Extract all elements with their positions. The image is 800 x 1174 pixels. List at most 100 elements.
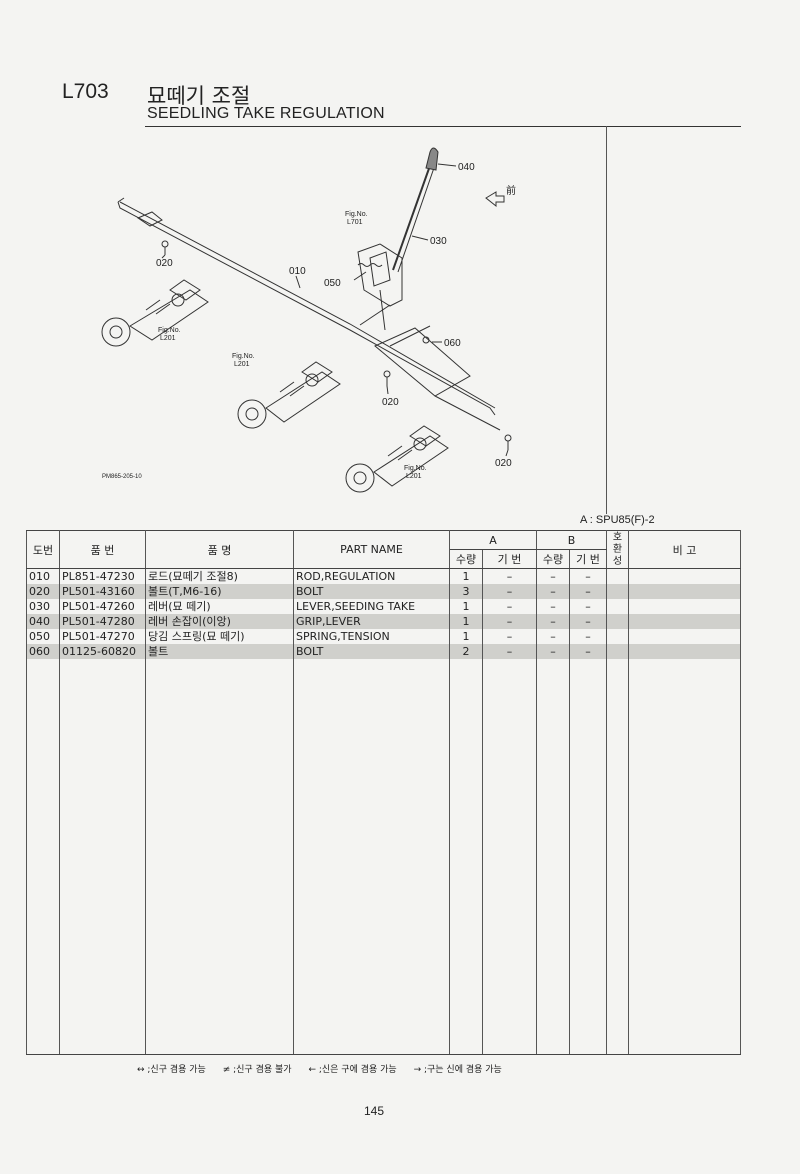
callout-010: 010 xyxy=(289,266,306,277)
callout-060: 060 xyxy=(444,338,461,349)
row-ref: 030 xyxy=(26,599,60,614)
row-part-no: PL501-47260 xyxy=(59,599,146,614)
row-name-ko: 레버(묘 떼기) xyxy=(145,599,294,614)
header-part-name: PART NAME xyxy=(293,530,450,569)
fig-ref-l201-c: L201 xyxy=(406,473,422,480)
row-qty-b: – xyxy=(536,568,570,584)
row-name-en: BOLT xyxy=(293,644,450,659)
row-base-b: – xyxy=(568,629,608,644)
row-part-no: PL851-47230 xyxy=(59,568,146,584)
table-empty-rows xyxy=(26,659,742,1055)
header-ref: 도번 xyxy=(26,530,60,569)
callout-020-top: 020 xyxy=(156,258,173,269)
legend-item: ← ;신은 구에 겸용 가능 xyxy=(308,1065,397,1075)
row-part-no: PL501-47270 xyxy=(59,629,146,644)
row-qty-b: – xyxy=(536,614,570,629)
row-qty-a: 3 xyxy=(449,584,483,599)
drawing-code: PM865-205-10 xyxy=(102,474,142,480)
callout-030: 030 xyxy=(430,236,447,247)
header-remarks: 비 고 xyxy=(628,530,742,569)
row-base-b: – xyxy=(568,614,608,629)
row-remarks xyxy=(628,568,742,584)
table-row: 060 01125-60820 볼트 BOLT 2 – – – xyxy=(26,644,742,659)
row-name-ko: 레버 손잡이(이앙) xyxy=(145,614,294,629)
row-name-en: LEVER,SEEDING TAKE xyxy=(293,599,450,614)
header-group-a: A xyxy=(449,530,537,550)
fig-ref-label: Fig.No. xyxy=(404,465,427,472)
header-part-no: 품 번 xyxy=(59,530,146,569)
row-base-a: – xyxy=(482,584,537,599)
row-qty-b: – xyxy=(536,629,570,644)
model-label: A : SPU85(F)-2 xyxy=(580,514,655,526)
row-base-a: – xyxy=(482,568,537,584)
row-part-no: PL501-43160 xyxy=(59,584,146,599)
row-qty-a: 1 xyxy=(449,599,483,614)
fig-ref-l701: L701 xyxy=(347,219,363,226)
front-direction-mark: 前 xyxy=(506,184,516,197)
parts-table: 도번 품 번 품 명 PART NAME A B 호 환 성 비 고 수량 기 … xyxy=(26,530,742,1055)
row-name-ko: 로드(묘떼기 조절8) xyxy=(145,568,294,584)
page-title-korean: 묘떼기 조절 xyxy=(147,84,251,108)
row-part-no: PL501-47280 xyxy=(59,614,146,629)
row-base-b: – xyxy=(568,599,608,614)
fig-ref-label: Fig.No. xyxy=(232,353,255,360)
fig-ref-l201-a: L201 xyxy=(160,335,176,342)
row-base-a: – xyxy=(482,599,537,614)
row-remarks xyxy=(628,584,742,599)
row-qty-a: 1 xyxy=(449,568,483,584)
diagram-divider xyxy=(606,126,607,514)
row-ref: 040 xyxy=(26,614,60,629)
row-name-en: BOLT xyxy=(293,584,450,599)
header-base-b: 기 번 xyxy=(568,549,608,569)
header-name-ko: 품 명 xyxy=(145,530,294,569)
row-remarks xyxy=(628,599,742,614)
row-name-en: ROD,REGULATION xyxy=(293,568,450,584)
row-remarks xyxy=(628,629,742,644)
row-base-b: – xyxy=(568,584,608,599)
page-number: 145 xyxy=(364,1104,385,1118)
header-qty-a: 수량 xyxy=(449,549,483,569)
row-compat xyxy=(606,568,630,584)
row-compat xyxy=(606,599,630,614)
row-base-a: – xyxy=(482,614,537,629)
fig-ref-label: Fig.No. xyxy=(158,327,181,334)
row-part-no: 01125-60820 xyxy=(59,644,146,659)
callout-020-middle: 020 xyxy=(382,397,399,408)
fig-ref-l201-b: L201 xyxy=(234,361,250,368)
table-row: 010 PL851-47230 로드(묘떼기 조절8) ROD,REGULATI… xyxy=(26,568,742,584)
callout-050: 050 xyxy=(324,278,341,289)
legend-item: ↔ ;신구 겸용 가능 xyxy=(137,1065,206,1075)
header-group-b: B xyxy=(535,530,608,550)
row-compat xyxy=(606,584,630,599)
row-qty-a: 1 xyxy=(449,629,483,644)
row-name-en: GRIP,LEVER xyxy=(293,614,450,629)
row-qty-b: – xyxy=(536,584,570,599)
row-name-ko: 볼트(T,M6-16) xyxy=(145,584,294,599)
fig-ref-label: Fig.No. xyxy=(345,211,368,218)
row-base-a: – xyxy=(482,644,537,659)
page-title-english: SEEDLING TAKE REGULATION xyxy=(147,105,385,122)
table-row: 050 PL501-47270 당김 스프링(묘 떼기) SPRING,TENS… xyxy=(26,629,742,644)
header-base-a: 기 번 xyxy=(482,549,537,569)
callout-040: 040 xyxy=(458,162,475,173)
row-base-a: – xyxy=(482,629,537,644)
table-row: 030 PL501-47260 레버(묘 떼기) LEVER,SEEDING T… xyxy=(26,599,742,614)
header-compat: 호 환 성 xyxy=(606,530,630,569)
header-qty-b: 수량 xyxy=(536,549,570,569)
row-remarks xyxy=(628,644,742,659)
row-qty-b: – xyxy=(536,644,570,659)
legend-item: → ;구는 신에 겸용 가능 xyxy=(413,1065,502,1075)
row-ref: 010 xyxy=(26,568,60,584)
row-qty-b: – xyxy=(536,599,570,614)
row-base-b: – xyxy=(568,568,608,584)
row-name-ko: 당김 스프링(묘 떼기) xyxy=(145,629,294,644)
row-compat xyxy=(606,644,630,659)
row-qty-a: 2 xyxy=(449,644,483,659)
row-ref: 060 xyxy=(26,644,60,659)
table-row: 040 PL501-47280 레버 손잡이(이앙) GRIP,LEVER 1 … xyxy=(26,614,742,629)
parts-diagram: 040 030 010 050 020 060 020 020 Fig.No. … xyxy=(101,147,516,493)
compatibility-legend: ↔ ;신구 겸용 가능 ≠ ;신구 겸용 불가 ← ;신은 구에 겸용 가능 →… xyxy=(137,1062,516,1075)
row-remarks xyxy=(628,614,742,629)
callout-020-bottom: 020 xyxy=(495,458,512,469)
table-row: 020 PL501-43160 볼트(T,M6-16) BOLT 3 – – – xyxy=(26,584,742,599)
